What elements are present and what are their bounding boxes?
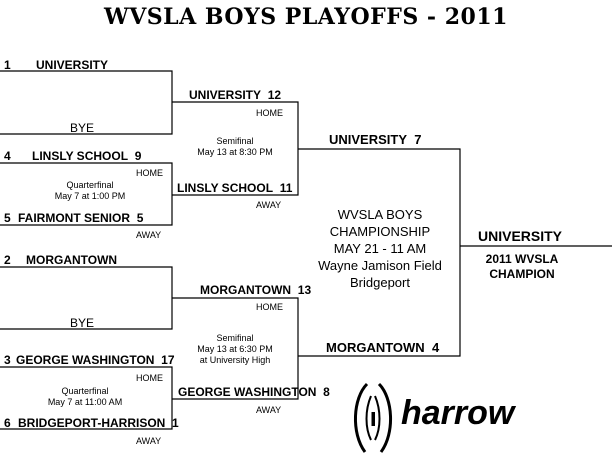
team-morgantown-r1: MORGANTOWN <box>26 253 118 267</box>
bracket-line-r1-d <box>0 366 173 430</box>
home-tag-r2-b: HOME <box>256 302 283 312</box>
bracket-line-final <box>298 148 461 357</box>
champion-team: UNIVERSITY <box>478 228 563 244</box>
team-gw-r2: GEORGE WASHINGTON 8 <box>178 385 330 399</box>
away-tag-r1-b: AWAY <box>136 230 162 240</box>
seed-3: 3 <box>4 353 11 367</box>
champion-title-line-1: 2011 WVSLA <box>485 252 559 266</box>
quarterfinal-bottom-date: May 7 at 11:00 AM <box>47 397 123 407</box>
bracket-line-r2-b <box>172 297 299 400</box>
team-linsly-r1: LINSLY SCHOOL 9 <box>32 149 142 163</box>
quarterfinal-bottom-label: Quarterfinal <box>61 386 109 396</box>
team-university-final: UNIVERSITY 7 <box>329 132 422 147</box>
team-university-r2: UNIVERSITY 12 <box>189 88 282 102</box>
team-university-r1: UNIVERSITY <box>36 58 109 72</box>
seed-1: 1 <box>4 58 11 72</box>
quarterfinal-top-label: Quarterfinal <box>66 180 114 190</box>
team-morgantown-final: MORGANTOWN 4 <box>326 340 440 355</box>
champion-title: 2011 WVSLA CHAMPION <box>462 252 582 282</box>
championship-line-4: Wayne Jamison Field <box>318 258 442 273</box>
home-tag-r1-b: HOME <box>136 168 163 178</box>
away-tag-r2-a: AWAY <box>256 200 282 210</box>
semifinal-top-label: Semifinal <box>216 136 254 146</box>
seed-2: 2 <box>4 253 11 267</box>
page-title: WVSLA BOYS PLAYOFFS - 2011 <box>104 4 508 30</box>
semifinal-bottom-venue: at University High <box>199 355 271 365</box>
seed-4: 4 <box>4 149 11 163</box>
champion-title-line-2: CHAMPION <box>489 267 555 281</box>
team-gw-r1: GEORGE WASHINGTON 17 <box>16 353 175 367</box>
team-bridgeport-r1: BRIDGEPORT-HARRISON 1 <box>18 416 179 430</box>
team-morgantown-r2: MORGANTOWN 13 <box>200 283 312 297</box>
team-linsly-r2: LINSLY SCHOOL 11 <box>177 181 293 195</box>
semifinal-top-date: May 13 at 8:30 PM <box>197 147 273 157</box>
championship-line-5: Bridgeport <box>350 275 410 290</box>
seed-6: 6 <box>4 416 11 430</box>
harrow-logo: harrow <box>345 378 605 458</box>
away-tag-r1-d: AWAY <box>136 436 162 446</box>
harrow-lacrosse-head-icon <box>353 382 393 453</box>
harrow-wordmark: harrow <box>401 394 515 432</box>
home-tag-r1-d: HOME <box>136 373 163 383</box>
quarterfinal-top-date: May 7 at 1:00 PM <box>54 191 126 201</box>
away-tag-r2-b: AWAY <box>256 405 282 415</box>
championship-info: WVSLA BOYS CHAMPIONSHIP MAY 21 - 11 AM W… <box>305 206 455 291</box>
championship-line-1: WVSLA BOYS <box>337 207 423 222</box>
bye-bottom: BYE <box>70 316 95 330</box>
bye-top: BYE <box>70 121 95 135</box>
championship-line-2: CHAMPIONSHIP <box>329 224 431 239</box>
team-fairmont-r1: FAIRMONT SENIOR 5 <box>18 211 144 225</box>
semifinal-bottom-label: Semifinal <box>216 333 254 343</box>
seed-5: 5 <box>4 211 11 225</box>
championship-line-3: MAY 21 - 11 AM <box>333 241 427 256</box>
bracket-line-r1-b <box>0 162 173 226</box>
home-tag-r2-a: HOME <box>256 108 283 118</box>
semifinal-bottom-date: May 13 at 6:30 PM <box>197 344 273 354</box>
